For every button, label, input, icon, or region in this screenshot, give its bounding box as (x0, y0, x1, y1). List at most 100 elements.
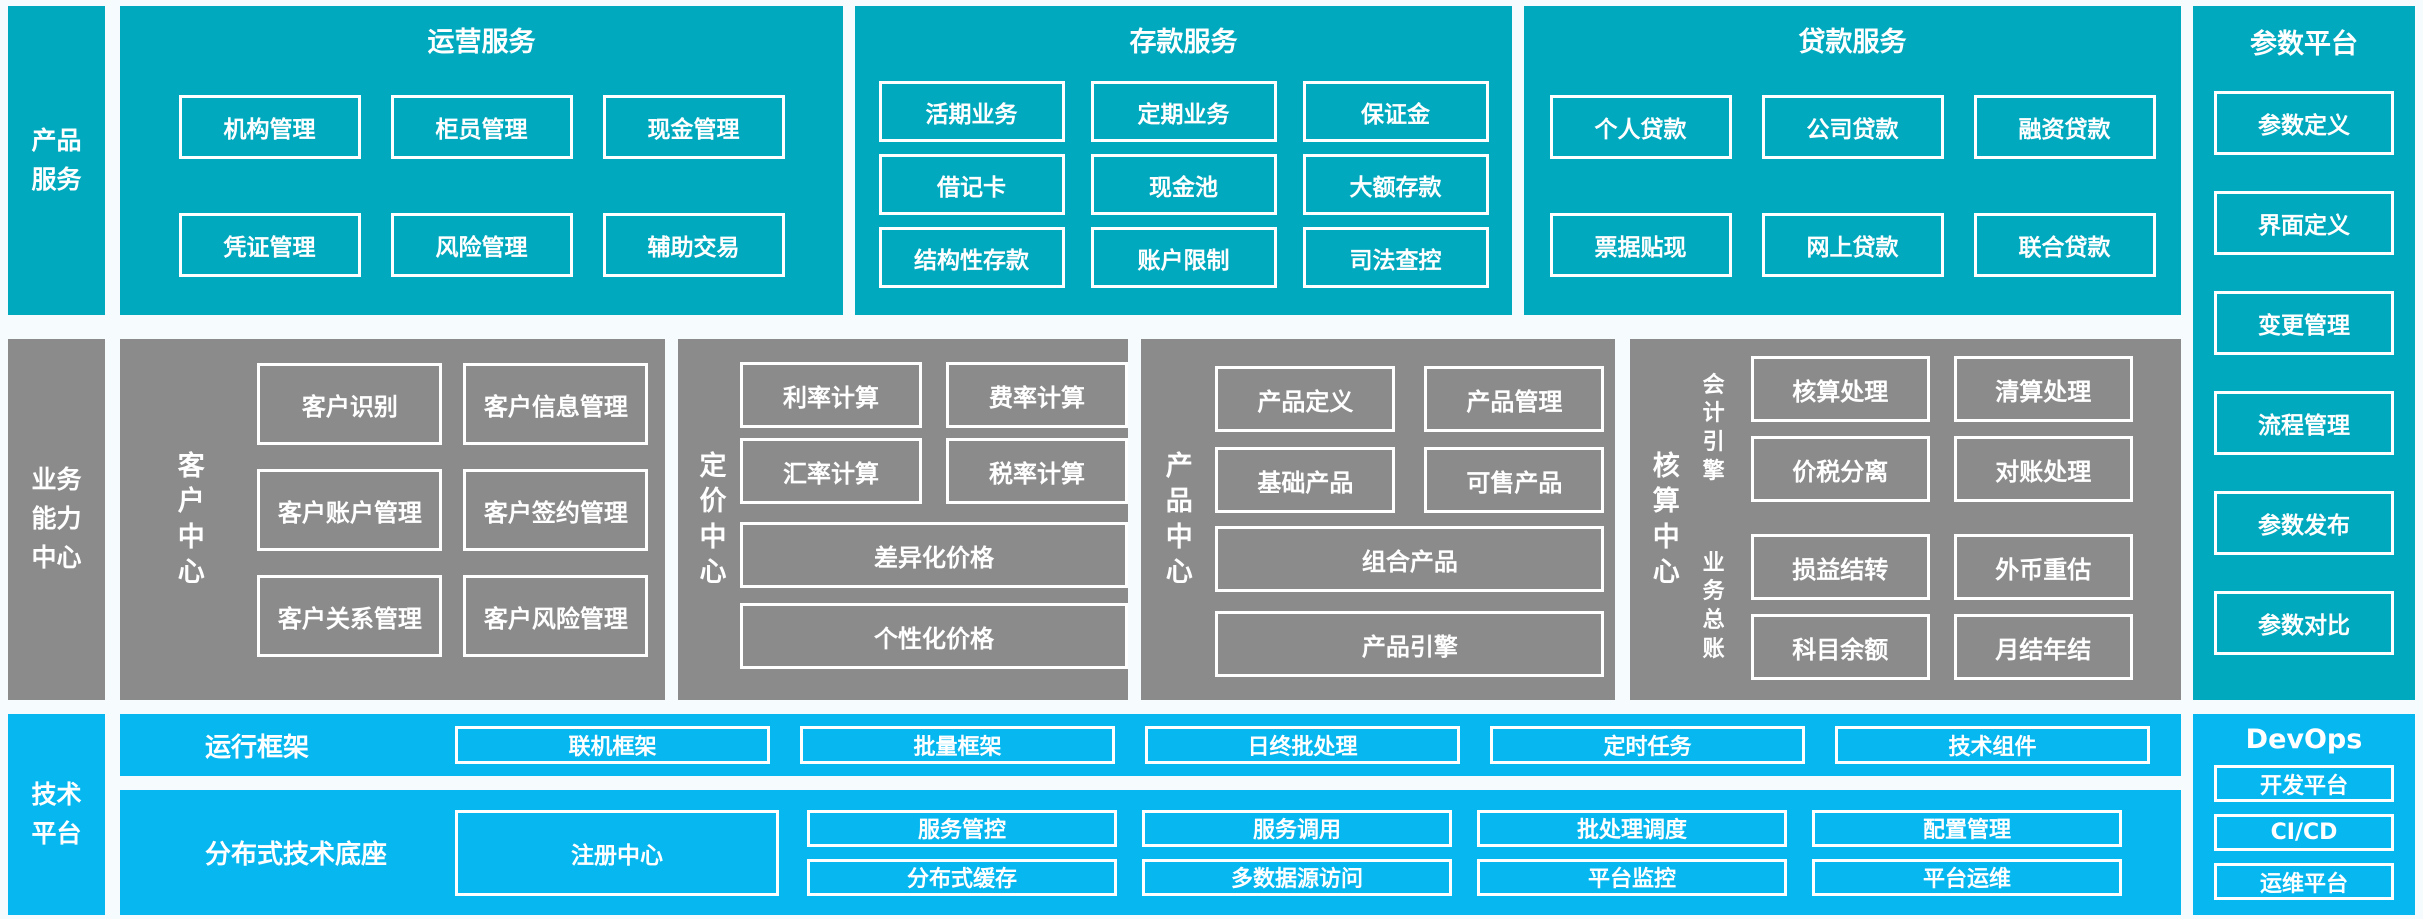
diagram-box: 服务管控 (807, 809, 1117, 847)
business-ledger-group: 业务总账 损益结转 外币重估 科目余额 月结年结 (1700, 534, 2133, 680)
bar-distributed-base: 分布式技术底座 注册中心 服务管控 分布式缓存 服务调用 多数据源访问 批处理调… (120, 790, 2181, 915)
panel-loan-services: 贷款服务 个人贷款 公司贷款 融资贷款 票据贴现 网上贷款 联合贷款 (1524, 6, 2181, 315)
diagram-box: 账户限制 (1090, 227, 1277, 288)
diagram-box: 月结年结 (1953, 614, 2133, 680)
business-ledger-label: 业务总账 (1702, 550, 1725, 662)
diagram-box: 注册中心 (455, 809, 779, 896)
panel-devops: DevOps 开发平台 CI/CD 运维平台 (2193, 714, 2415, 915)
diagram-box: 客户识别 (257, 363, 443, 445)
diagram-box: 客户账户管理 (257, 469, 443, 551)
diagram-box: 现金管理 (602, 95, 785, 159)
rail-product-services-label: 产品服务 (31, 125, 82, 194)
diagram-box: 机构管理 (178, 95, 361, 159)
rail-tech-platform: 技术平台 (8, 714, 105, 915)
diagram-box: 核算处理 (1750, 356, 1930, 422)
diagram-box: 配置管理 (1812, 809, 2122, 847)
accounting-engine-group: 会计引擎 核算处理 清算处理 价税分离 对账处理 (1700, 356, 2133, 502)
diagram-box: 税率计算 (946, 438, 1128, 504)
diagram-box: 外币重估 (1953, 534, 2133, 600)
panel-loan-title: 贷款服务 (1798, 27, 1907, 58)
diagram-box: 损益结转 (1750, 534, 1930, 600)
diagram-box: 清算处理 (1953, 356, 2133, 422)
diagram-box: 产品定义 (1215, 366, 1396, 432)
diagram-box: 借记卡 (878, 154, 1065, 215)
diagram-box: 平台运维 (1812, 858, 2122, 896)
diagram-box: 批处理调度 (1477, 809, 1787, 847)
diagram-box: 公司贷款 (1761, 95, 1944, 159)
diagram-box: 费率计算 (946, 362, 1128, 428)
diagram-box: 产品引擎 (1215, 611, 1605, 677)
diagram-box: 服务调用 (1142, 809, 1452, 847)
diagram-box: 分布式缓存 (807, 858, 1117, 896)
diagram-box: 参数对比 (2214, 591, 2394, 655)
diagram-box: 客户关系管理 (257, 575, 443, 657)
diagram-box: 参数发布 (2214, 491, 2394, 555)
diagram-box: 风险管理 (390, 213, 573, 277)
distributed-col: 配置管理 平台运维 (1812, 809, 2122, 896)
diagram-box: 技术组件 (1835, 726, 2150, 764)
diagram-box: 组合产品 (1215, 526, 1605, 592)
product-center-label: 产品中心 (1165, 451, 1193, 588)
accounting-center-label: 核算中心 (1652, 451, 1680, 588)
diagram-box: 变更管理 (2214, 291, 2394, 355)
diagram-box: 个人贷款 (1549, 95, 1732, 159)
diagram-box: 利率计算 (740, 362, 922, 428)
pricing-center-grid: 利率计算 费率计算 汇率计算 税率计算 差异化价格 个性化价格 (740, 362, 1128, 700)
diagram-box: 汇率计算 (740, 438, 922, 504)
rail-product-services: 产品服务 (8, 6, 105, 315)
accounting-engine-grid: 核算处理 清算处理 价税分离 对账处理 (1750, 356, 2133, 502)
runtime-framework-label: 运行框架 (205, 732, 310, 763)
panel-pricing-center: 定价中心 利率计算 费率计算 汇率计算 税率计算 差异化价格 个性化价格 (678, 339, 1128, 700)
diagram-box: 可售产品 (1424, 447, 1605, 513)
deposit-grid: 活期业务 定期业务 保证金 借记卡 现金池 大额存款 结构性存款 账户限制 司法… (878, 81, 1489, 288)
diagram-box: 开发平台 (2214, 765, 2394, 802)
diagram-box: 融资贷款 (1973, 95, 2156, 159)
rail-business-capability: 业务能力中心 (8, 339, 105, 700)
diagram-box: 联机框架 (455, 726, 770, 764)
bar-runtime-framework: 运行框架 联机框架 批量框架 日终批处理 定时任务 技术组件 (120, 714, 2181, 776)
diagram-box: 票据贴现 (1549, 213, 1732, 277)
diagram-box: 网上贷款 (1761, 213, 1944, 277)
panel-customer-center: 客户中心 客户识别 客户信息管理 客户账户管理 客户签约管理 客户关系管理 客户… (120, 339, 665, 700)
customer-center-label: 客户中心 (177, 451, 205, 588)
diagram-box: 日终批处理 (1145, 726, 1460, 764)
panel-deposit-services: 存款服务 活期业务 定期业务 保证金 借记卡 现金池 大额存款 结构性存款 账户… (855, 6, 1512, 315)
distributed-col: 服务管控 分布式缓存 (807, 809, 1117, 896)
diagram-box: 定期业务 (1090, 81, 1277, 142)
panel-accounting-center: 核算中心 会计引擎 核算处理 清算处理 价税分离 对账处理 业务总账 损益结转 … (1630, 339, 2181, 700)
diagram-box: 柜员管理 (390, 95, 573, 159)
diagram-box: 个性化价格 (740, 603, 1128, 669)
diagram-box: 基础产品 (1215, 447, 1396, 513)
operations-grid: 机构管理 柜员管理 现金管理 凭证管理 风险管理 辅助交易 (178, 95, 785, 277)
business-ledger-grid: 损益结转 外币重估 科目余额 月结年结 (1750, 534, 2133, 680)
diagram-box: 流程管理 (2214, 391, 2394, 455)
panel-operations-services: 运营服务 机构管理 柜员管理 现金管理 凭证管理 风险管理 辅助交易 (120, 6, 843, 315)
accounting-engine-label: 会计引擎 (1702, 372, 1725, 484)
loan-grid: 个人贷款 公司贷款 融资贷款 票据贴现 网上贷款 联合贷款 (1549, 95, 2156, 277)
diagram-box: 多数据源访问 (1142, 858, 1452, 896)
devops-title: DevOps (2245, 724, 2363, 755)
distributed-col: 批处理调度 平台监控 (1477, 809, 1787, 896)
diagram-box: 价税分离 (1750, 436, 1930, 502)
diagram-box: 批量框架 (800, 726, 1115, 764)
panel-operations-title: 运营服务 (427, 27, 536, 58)
diagram-box: 产品管理 (1424, 366, 1605, 432)
rail-business-capability-label: 业务能力中心 (31, 465, 82, 572)
diagram-box: 辅助交易 (602, 213, 785, 277)
product-center-grid: 产品定义 产品管理 基础产品 可售产品 组合产品 产品引擎 (1215, 366, 1605, 700)
diagram-box: 对账处理 (1953, 436, 2133, 502)
distributed-col: 服务调用 多数据源访问 (1142, 809, 1452, 896)
diagram-box: 活期业务 (878, 81, 1065, 142)
panel-parameter-platform: 参数平台 参数定义 界面定义 变更管理 流程管理 参数发布 参数对比 (2193, 6, 2415, 700)
distributed-base-label: 分布式技术底座 (205, 840, 388, 870)
diagram-box: 联合贷款 (1973, 213, 2156, 277)
accounting-center-groups: 会计引擎 核算处理 清算处理 价税分离 对账处理 业务总账 损益结转 外币重估 … (1700, 356, 2133, 700)
diagram-box: 差异化价格 (740, 522, 1128, 588)
diagram-box: 运维平台 (2214, 863, 2394, 900)
diagram-box: 参数定义 (2214, 91, 2394, 155)
diagram-box: 定时任务 (1490, 726, 1805, 764)
diagram-box: 现金池 (1090, 154, 1277, 215)
customer-center-grid: 客户识别 客户信息管理 客户账户管理 客户签约管理 客户关系管理 客户风险管理 (257, 363, 649, 700)
diagram-box: 结构性存款 (878, 227, 1065, 288)
